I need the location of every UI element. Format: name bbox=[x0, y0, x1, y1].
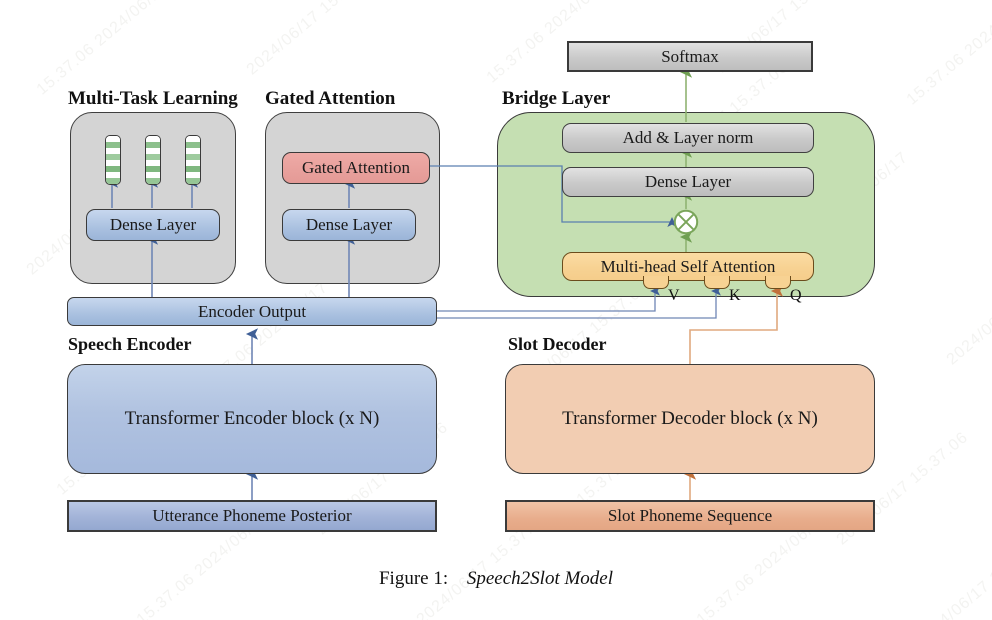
stack-segment bbox=[146, 178, 160, 184]
stack-segment bbox=[106, 148, 120, 154]
stack-segment bbox=[106, 142, 120, 148]
node-gated-dense-layer[interactable]: Dense Layer bbox=[282, 209, 416, 241]
group-label-speech-encoder: Speech Encoder bbox=[68, 334, 192, 354]
stack-segment bbox=[106, 160, 120, 166]
stack-segment bbox=[186, 160, 200, 166]
attention-input-label-v: V bbox=[668, 287, 680, 304]
group-label-multi-task-learning: Multi-Task Learning bbox=[68, 88, 238, 109]
node-add-layer-norm[interactable]: Add & Layer norm bbox=[562, 123, 814, 153]
mtl-output-stack bbox=[185, 135, 201, 185]
stack-segment bbox=[106, 172, 120, 178]
stack-segment bbox=[146, 148, 160, 154]
group-label-gated-attention: Gated Attention bbox=[265, 88, 396, 109]
node-label: Multi-head Self Attention bbox=[600, 256, 776, 276]
node-label: Add & Layer norm bbox=[622, 128, 754, 147]
node-label: Transformer Decoder block (x N) bbox=[562, 408, 818, 429]
node-label: Utterance Phoneme Posterior bbox=[152, 506, 352, 525]
stack-segment bbox=[186, 148, 200, 154]
stack-segment bbox=[106, 136, 120, 142]
stack-segment bbox=[186, 136, 200, 142]
node-multi-head-self-attention[interactable]: Multi-head Self Attention bbox=[562, 252, 814, 281]
attention-input-label-q: Q bbox=[790, 287, 802, 304]
figure-caption: Figure 1: Speech2Slot Model bbox=[0, 568, 992, 590]
watermark-text: 15.37.06 2024/06/17 bbox=[33, 0, 172, 99]
attention-tab-k bbox=[704, 276, 730, 289]
stack-segment bbox=[186, 166, 200, 172]
watermark-text: 15.37.06 2024/06/17 bbox=[903, 0, 992, 109]
stack-segment bbox=[146, 154, 160, 160]
node-label: Dense Layer bbox=[305, 215, 393, 234]
node-bridge-dense-layer[interactable]: Dense Layer bbox=[562, 167, 814, 197]
stack-segment bbox=[106, 154, 120, 160]
node-softmax[interactable]: Softmax bbox=[567, 41, 813, 72]
node-slot-phoneme-sequence[interactable]: Slot Phoneme Sequence bbox=[505, 500, 875, 532]
node-label: Dense Layer bbox=[644, 172, 732, 191]
caption-label: Figure 1: bbox=[378, 568, 449, 589]
node-utterance-phoneme-posterior[interactable]: Utterance Phoneme Posterior bbox=[67, 500, 437, 532]
attention-input-label-k: K bbox=[729, 287, 741, 304]
mtl-output-stack bbox=[105, 135, 121, 185]
node-label: Transformer Encoder block (x N) bbox=[124, 408, 380, 429]
node-label: Slot Phoneme Sequence bbox=[607, 506, 773, 525]
group-label-bridge-layer: Bridge Layer bbox=[502, 88, 611, 109]
caption-title: Speech2Slot Model bbox=[466, 568, 614, 589]
node-label: Softmax bbox=[661, 46, 719, 66]
stack-segment bbox=[146, 166, 160, 172]
stack-segment bbox=[186, 154, 200, 160]
node-encoder-output[interactable]: Encoder Output bbox=[67, 297, 437, 326]
attention-tab-q bbox=[765, 276, 791, 289]
stack-segment bbox=[106, 166, 120, 172]
node-label: Dense Layer bbox=[109, 215, 197, 234]
node-gated-attention[interactable]: Gated Attention bbox=[282, 152, 430, 184]
multiply-operator bbox=[673, 209, 699, 235]
node-mtl-dense-layer[interactable]: Dense Layer bbox=[86, 209, 220, 241]
stack-segment bbox=[146, 160, 160, 166]
watermark-text: 2024/06/17 15.37.06 bbox=[943, 249, 992, 369]
group-label-slot-decoder: Slot Decoder bbox=[508, 334, 607, 354]
node-label: Encoder Output bbox=[197, 301, 307, 321]
node-label: Gated Attention bbox=[301, 158, 411, 177]
stack-segment bbox=[106, 178, 120, 184]
attention-tab-v bbox=[643, 276, 669, 289]
group-gated-attention bbox=[265, 112, 440, 284]
mtl-output-stack bbox=[145, 135, 161, 185]
node-transformer-encoder-block[interactable]: Transformer Encoder block (x N) bbox=[67, 364, 437, 474]
stack-segment bbox=[186, 178, 200, 184]
stack-segment bbox=[146, 136, 160, 142]
watermark-text: 2024/06/17 15.37.06 bbox=[243, 0, 382, 79]
stack-segment bbox=[146, 172, 160, 178]
stack-segment bbox=[186, 172, 200, 178]
stack-segment bbox=[186, 142, 200, 148]
stack-segment bbox=[146, 142, 160, 148]
node-transformer-decoder-block[interactable]: Transformer Decoder block (x N) bbox=[505, 364, 875, 474]
